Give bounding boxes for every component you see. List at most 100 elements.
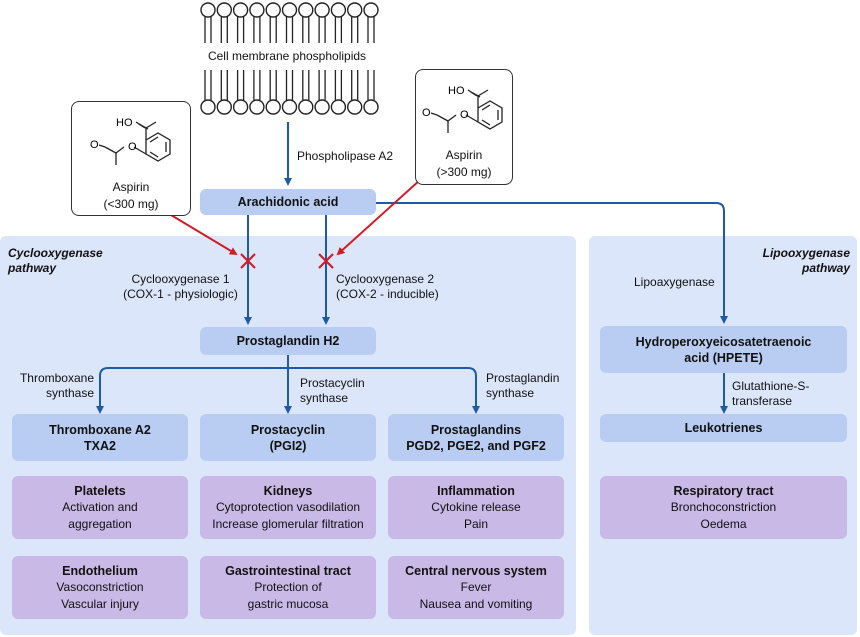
hpete-box: Hydroperoxyeicosatetraenoic acid (HPETE): [600, 326, 847, 373]
phospholipid-head: [314, 2, 330, 18]
effect-line: aggregation: [68, 516, 132, 531]
cox2-x-mark: [318, 253, 334, 269]
inhibition-cross-marks: [240, 253, 334, 269]
arrow-aspirin-low: [165, 211, 238, 256]
prostacyclin-synthase-label: Prostacyclin synthase: [300, 376, 365, 406]
cox1-x-mark: [240, 253, 256, 269]
product-name: Prostacyclin: [250, 422, 326, 437]
phospholipid-head: [216, 2, 233, 18]
phospholipid-head: [330, 99, 347, 115]
membrane-label: Cell membrane phospholipids: [207, 49, 367, 63]
effect-title: Respiratory tract: [673, 483, 774, 498]
product-abbr: (PGI2): [269, 438, 307, 453]
phospholipid-head: [200, 2, 216, 18]
aspirin-low-dose: (<300 mg): [103, 197, 159, 211]
lox-pathway-title: Lipooxygenase pathway: [740, 246, 850, 276]
effect-line: Fever: [460, 579, 492, 594]
effect-endothelium-box: Endothelium Vasoconstriction Vascular in…: [12, 556, 188, 619]
effect-line: Vascular injury: [61, 596, 139, 611]
effect-line: Increase glomerular filtration: [212, 516, 364, 531]
phospholipid-head: [265, 2, 281, 18]
lox-pathway-title-line2: pathway: [801, 261, 850, 275]
cox2-label-line1: Cyclooxygenase 2: [336, 272, 435, 286]
cox1-label: Cyclooxygenase 1 (COX-1 - physiologic): [120, 272, 241, 302]
effect-gastrointestinal-box: Gastrointestinal tract Protection of gas…: [200, 556, 376, 619]
aspirin-o-label: O: [128, 141, 137, 153]
prostacyclin-synthase-line2: synthase: [300, 391, 349, 405]
aspirin-low-dose-box: HO O O Aspirin (<300 mg): [71, 101, 191, 216]
product-abbr: PGD2, PGE2, and PGF2: [406, 438, 546, 453]
phospholipid-head: [330, 2, 347, 18]
glutathione-label-line1: Glutathione-S-: [732, 379, 810, 393]
effect-cns-box: Central nervous system Fever Nausea and …: [388, 556, 564, 619]
prostaglandin-h2-label: Prostaglandin H2: [236, 334, 340, 348]
phospholipid-head: [200, 99, 216, 115]
effect-line: Vasoconstriction: [56, 579, 144, 594]
hpete-label-line1: Hydroperoxyeicosatetraenoic: [635, 334, 812, 349]
phospholipid-head: [314, 99, 330, 115]
arrow-to-hpete: [376, 202, 728, 324]
effect-line: Pain: [463, 516, 489, 531]
effect-title: Endothelium: [62, 563, 138, 578]
arrow-aspirin-high: [336, 179, 421, 256]
prostaglandin-h2-box: Prostaglandin H2: [200, 327, 376, 355]
effect-line: Oedema: [700, 516, 747, 531]
phospholipid-head: [363, 99, 379, 115]
lipoaxygenase-label: Lipoaxygenase: [634, 275, 715, 289]
product-name: Prostaglandins: [430, 422, 522, 437]
aspirin-o-label: O: [422, 107, 431, 119]
prostaglandins-box: Prostaglandins PGD2, PGE2, and PGF2: [388, 414, 564, 461]
aspirin-high-dose-box: HO O O Aspirin (>300 mg): [415, 69, 513, 185]
product-abbr: TXA2: [84, 438, 116, 453]
aspirin-inhibition-arrows: [165, 179, 421, 256]
glutathione-label-line2: transferase: [732, 394, 793, 408]
cox-pathway-title-line1: Cyclooxygenase: [8, 246, 103, 260]
effect-line: Protection of: [254, 579, 322, 594]
phospholipid-head: [363, 2, 379, 18]
phospholipase-label: Phospholipase A2: [297, 149, 394, 163]
lox-pathway-title-line1: Lipooxygenase: [762, 246, 850, 260]
aspirin-o-label: O: [460, 109, 469, 121]
effect-respiratory-box: Respiratory tract Bronchoconstriction Oe…: [600, 476, 847, 539]
effect-kidneys-box: Kidneys Cytoprotection vasodilation Incr…: [200, 476, 376, 539]
phospholipid-head: [265, 99, 281, 115]
cell-membrane-graphic: [200, 2, 379, 115]
prostacyclin-box: Prostacyclin (PGI2): [200, 414, 376, 461]
aspirin-high-dose: (>300 mg): [436, 165, 492, 179]
glutathione-transferase-label: Glutathione-S- transferase: [732, 379, 809, 409]
effect-inflammation-box: Inflammation Cytokine release Pain: [388, 476, 564, 539]
hpete-label-line2: acid (HPETE): [684, 350, 763, 365]
thromboxane-synthase-label: Thromboxane synthase: [10, 371, 94, 401]
aspirin-ho-label: HO: [116, 117, 133, 129]
phospholipid-head: [249, 2, 265, 18]
effect-line: Bronchoconstriction: [670, 499, 777, 514]
thromboxane-synthase-line2: synthase: [45, 386, 94, 400]
effect-line: Activation and: [62, 499, 138, 514]
aspirin-o-label: O: [90, 139, 99, 151]
effect-title: Gastrointestinal tract: [225, 563, 351, 578]
cox-pathway-title: Cyclooxygenase pathway: [8, 246, 103, 276]
effect-title: Kidneys: [263, 483, 313, 498]
aspirin-ho-label: HO: [448, 85, 465, 97]
aspirin-structure-icon: HO O O: [90, 117, 171, 165]
phospholipid-head: [347, 2, 363, 18]
prostaglandin-synthase-line2: synthase: [486, 386, 535, 400]
aspirin-high-name: Aspirin: [445, 148, 483, 162]
effect-title: Platelets: [74, 483, 126, 498]
effect-title: Central nervous system: [405, 563, 547, 578]
phospholipid-head: [232, 2, 249, 18]
prostaglandin-synthase-line1: Prostaglandin: [486, 371, 560, 385]
arachidonic-acid-box: Arachidonic acid: [200, 189, 376, 215]
leukotrienes-box: Leukotrienes: [600, 414, 847, 442]
effect-line: Cytoprotection vasodilation: [215, 499, 361, 514]
cox1-label-line2: (COX-1 - physiologic): [123, 287, 238, 301]
product-name: Thromboxane A2: [49, 422, 151, 437]
phospholipid-head: [281, 99, 298, 115]
pathway-arrows: [96, 122, 728, 414]
effect-platelets-box: Platelets Activation and aggregation: [12, 476, 188, 539]
thromboxane-a2-box: Thromboxane A2 TXA2: [12, 414, 188, 461]
cox2-label-line2: (COX-2 - inducible): [336, 287, 439, 301]
phospholipid-head: [298, 2, 314, 18]
phospholipid-head: [216, 99, 233, 115]
